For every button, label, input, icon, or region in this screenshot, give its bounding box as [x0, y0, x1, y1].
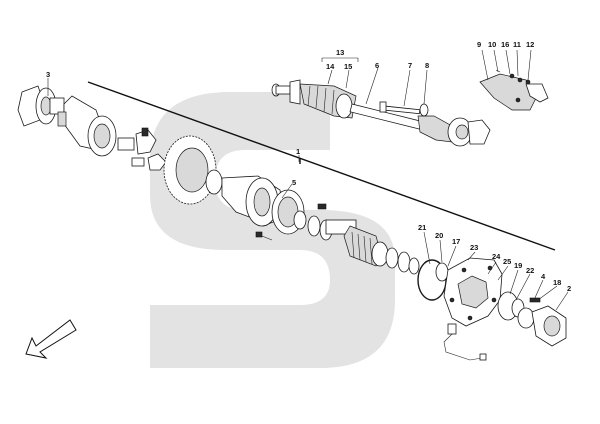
callout-1: 1: [296, 147, 300, 156]
callout-25: 25: [503, 257, 511, 266]
callout-13: 13: [336, 48, 344, 57]
output-shaft: [307, 215, 357, 241]
callout-8: 8: [425, 61, 429, 70]
callout-17: 17: [452, 237, 460, 246]
callout-labels: 3 1 5 13 14 15 6 7 8 9 10 16 11 12 21 20…: [46, 40, 571, 293]
heat-shield-bracket: [479, 69, 549, 111]
speed-sensor: [443, 323, 487, 361]
arrow-down-left-icon: [25, 319, 77, 359]
callout-5: 5: [292, 178, 296, 187]
callout-10: 10: [488, 40, 496, 49]
callout-24: 24: [492, 252, 501, 261]
clutch-plate-pack: [343, 225, 420, 275]
callout-leaders: [47, 49, 569, 311]
callout-20: 20: [435, 231, 443, 240]
callout-14: 14: [326, 62, 335, 71]
differential-case: [205, 169, 285, 227]
main-axis-line: [87, 81, 556, 251]
differential-spider-gears: [117, 127, 167, 171]
seal-20: [435, 262, 449, 282]
bearing-5: [271, 189, 307, 235]
callout-22: 22: [526, 266, 534, 275]
callout-3: 3: [46, 70, 50, 79]
left-housing: [57, 95, 117, 157]
right-flange: [517, 305, 567, 347]
drive-shaft-assembly: [271, 79, 491, 147]
side-cover: [443, 257, 503, 327]
bolt-7-washer-8: [379, 101, 429, 117]
callout-19: 19: [514, 261, 522, 270]
callout-7: 7: [408, 61, 412, 70]
callout-11: 11: [513, 40, 521, 49]
o-ring-21: [417, 259, 447, 301]
callout-12: 12: [526, 40, 534, 49]
callout-18: 18: [553, 278, 561, 287]
callout-6: 6: [375, 61, 379, 70]
bolt-small: [255, 203, 327, 241]
callout-9: 9: [477, 40, 481, 49]
callout-21: 21: [418, 223, 426, 232]
callout-16: 16: [501, 40, 509, 49]
callout-4: 4: [541, 272, 546, 281]
callout-15: 15: [344, 62, 352, 71]
ring-gear: [163, 135, 217, 205]
callout-2: 2: [567, 284, 571, 293]
left-flange: [17, 85, 65, 127]
callout-23: 23: [470, 243, 478, 252]
